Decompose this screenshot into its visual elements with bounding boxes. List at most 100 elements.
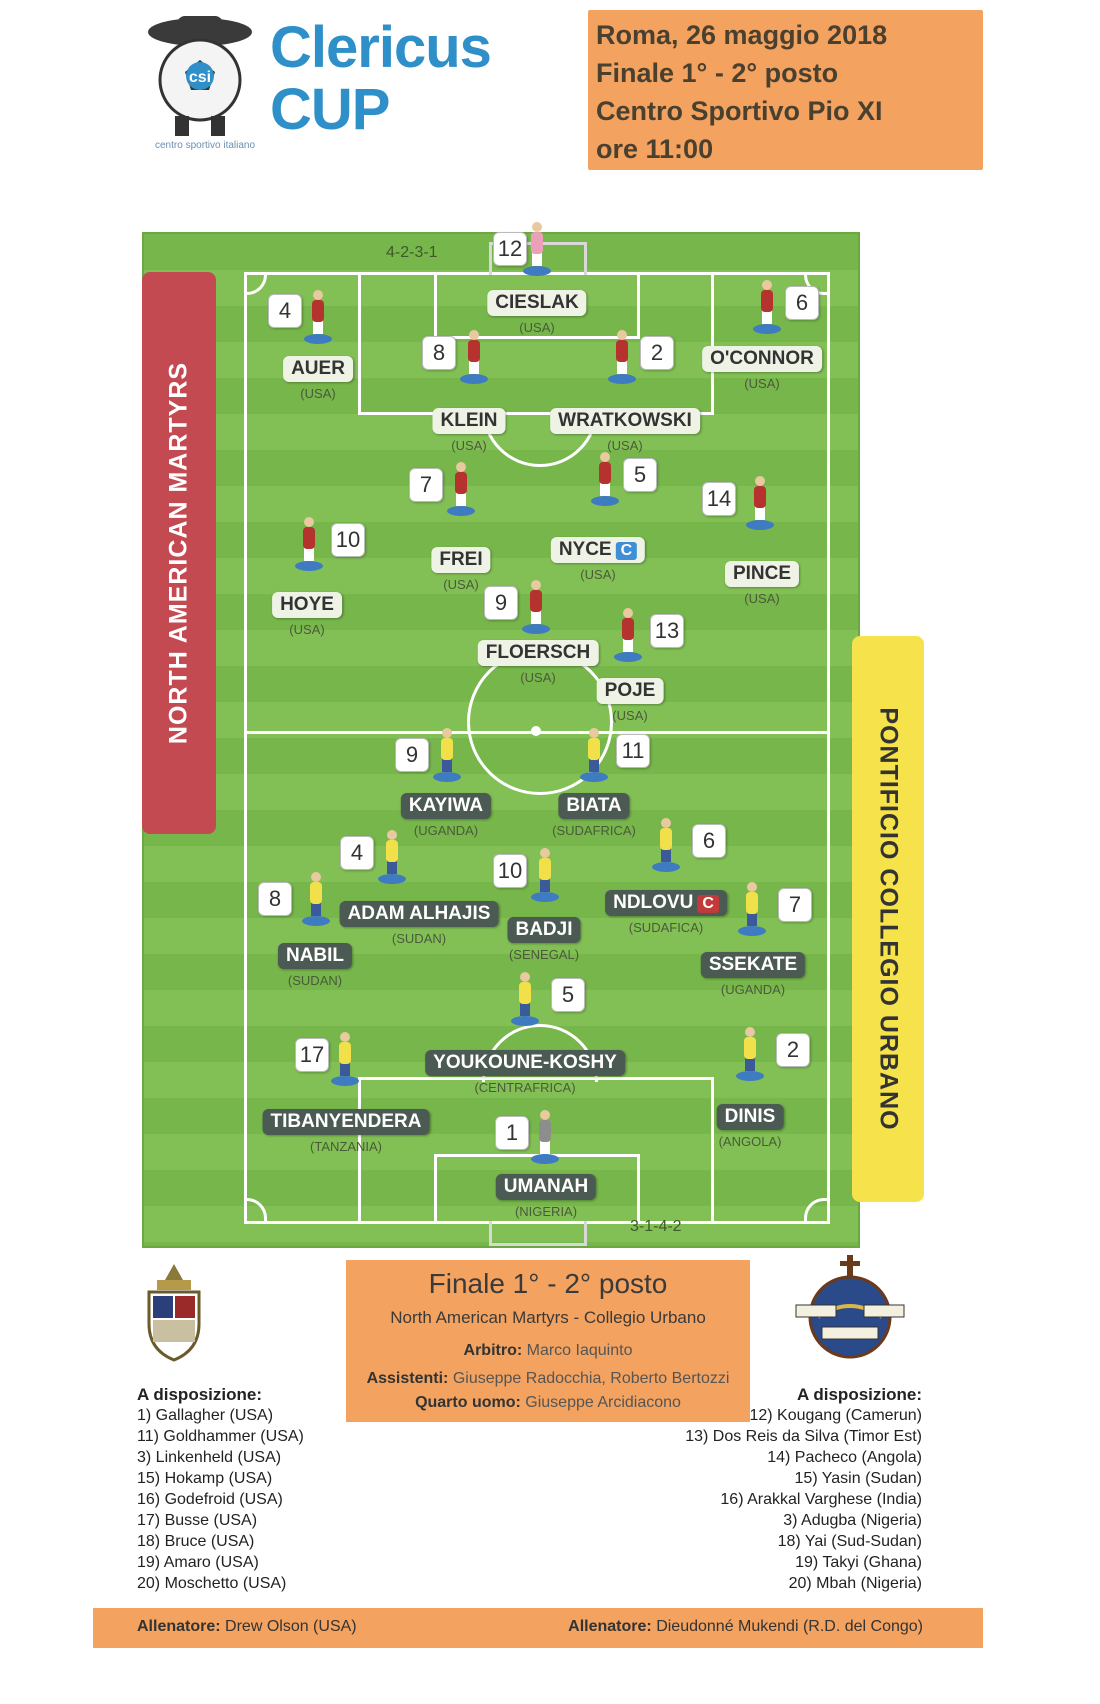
coach-right: Allenatore: Dieudonné Mukendi (R.D. del … (568, 1618, 923, 1636)
bench-player: 20) Moschetto (USA) (137, 1575, 287, 1592)
logo-clericus: Clericus (270, 15, 492, 80)
subbuteo-player-icon (738, 880, 766, 936)
subbuteo-player-icon (591, 450, 619, 506)
fourth-official-label: Quarto uomo: (415, 1394, 521, 1411)
player-name: KLEIN (432, 408, 506, 434)
player-number: 5 (551, 978, 585, 1012)
top-goal-area (434, 272, 640, 339)
match-info-box: Roma, 26 maggio 2018 Finale 1° - 2° post… (588, 10, 983, 170)
player-name: O'CONNOR (702, 346, 822, 372)
player-name-text: UMANAH (503, 1176, 589, 1197)
player-name-text: ADAM ALHAJIS (347, 903, 491, 924)
player-number: 7 (778, 888, 812, 922)
player-name-text: BADJI (515, 919, 573, 940)
player-name-text: NABIL (285, 945, 345, 966)
player-name: YOUKOUNE-KOSHY (425, 1050, 625, 1076)
bench-player: 14) Pacheco (Angola) (767, 1449, 922, 1466)
player-country: (USA) (289, 622, 325, 637)
player-country: (SENEGAL) (508, 947, 580, 962)
subbuteo-player-icon (433, 726, 461, 782)
coach-left: Allenatore: Drew Olson (USA) (137, 1618, 357, 1636)
final-match: North American Martyrs - Collegio Urbano (390, 1308, 706, 1327)
captain-badge: C (615, 542, 638, 560)
player-name: UMANAH (495, 1174, 597, 1200)
bottom-goal (489, 1221, 587, 1246)
subbuteo-player-icon (447, 460, 475, 516)
subbuteo-player-icon (460, 328, 488, 384)
fourth-official-line: Quarto uomo: Giuseppe Arcidiacono (346, 1394, 750, 1412)
subbuteo-player-icon (295, 515, 323, 571)
player-number: 9 (395, 738, 429, 772)
player-name-text: HOYE (280, 594, 334, 615)
player-country: (SUDAFRICA) (552, 823, 636, 838)
player-number: 14 (702, 482, 736, 516)
player-number: 4 (340, 836, 374, 870)
bench-player: 1) Gallagher (USA) (137, 1407, 274, 1424)
player-number: 4 (268, 294, 302, 328)
bench-player: 16) Arakkal Varghese (India) (720, 1491, 922, 1508)
coach-left-name: Drew Olson (USA) (225, 1618, 357, 1635)
player-number: 9 (484, 586, 518, 620)
logo-cup: CUP (270, 77, 390, 142)
final-info-box: Finale 1° - 2° posto North American Mart… (346, 1260, 750, 1422)
player-number: 5 (623, 458, 657, 492)
clericus-cup-logo: csi Clericus CUP centro sportivo italian… (145, 10, 492, 155)
player-country: (USA) (744, 376, 780, 391)
player-country: (USA) (520, 670, 556, 685)
subbuteo-player-icon (580, 726, 608, 782)
subbuteo-player-icon (531, 846, 559, 902)
player-number: 6 (785, 286, 819, 320)
player-name: TIBANYENDERA (262, 1109, 430, 1135)
match-stage: Finale 1° - 2° posto (596, 58, 839, 88)
player-name-text: KAYIWA (408, 795, 484, 816)
bench-right-header: A disposizione: (797, 1385, 922, 1404)
subbuteo-player-icon (652, 816, 680, 872)
player-country: (USA) (451, 438, 487, 453)
center-spot (531, 726, 541, 736)
subbuteo-player-icon (523, 220, 551, 276)
bench-left-header: A disposizione: (137, 1385, 262, 1404)
player-country: (USA) (443, 577, 479, 592)
player-name: BIATA (558, 793, 630, 819)
player-country: (USA) (580, 567, 616, 582)
player-number: 7 (409, 468, 443, 502)
player-name-text: AUER (291, 358, 345, 379)
player-name-text: BIATA (566, 795, 622, 816)
player-country: (USA) (607, 438, 643, 453)
player-name: CIESLAK (487, 290, 587, 316)
captain-badge: C (697, 895, 719, 913)
team-name-right: PONTIFICIO COLLEGIO URBANO (874, 707, 903, 1131)
player-name-text: CIESLAK (495, 292, 579, 313)
player-name: POJE (596, 678, 664, 704)
north-american-college-crest-icon (147, 1264, 201, 1362)
player-country: (USA) (744, 591, 780, 606)
svg-text:csi: csi (189, 69, 211, 86)
logo-subtitle: centro sportivo italiano (155, 140, 256, 151)
coach-right-label: Allenatore: (568, 1618, 652, 1635)
player-number: 13 (650, 614, 684, 648)
assistants-names: Giuseppe Radocchia, Roberto Bertozzi (452, 1370, 730, 1387)
formation-bottom: 3-1-4-2 (630, 1218, 682, 1235)
player-country: (UGANDA) (413, 823, 479, 838)
subbuteo-player-icon (331, 1030, 359, 1086)
player-country: (USA) (300, 386, 336, 401)
player-number: 8 (258, 882, 292, 916)
player-number: 1 (495, 1116, 529, 1150)
subbuteo-player-icon (608, 328, 636, 384)
subbuteo-player-icon (746, 474, 774, 530)
player-name: AUER (283, 356, 353, 382)
player-number: 17 (295, 1038, 329, 1072)
subbuteo-player-icon (614, 606, 642, 662)
match-time: ore 11:00 (596, 134, 714, 164)
bench-player: 13) Dos Reis da Silva (Timor Est) (685, 1428, 922, 1445)
player-name: DINIS (716, 1104, 784, 1130)
subbuteo-player-icon (511, 970, 539, 1026)
bench-player: 12) Kougang (Camerun) (749, 1407, 922, 1424)
bench-player: 3) Linkenheld (USA) (137, 1449, 282, 1466)
subbuteo-player-icon (304, 288, 332, 344)
player-name-text: KLEIN (440, 410, 498, 431)
player-name-text: POJE (604, 680, 656, 701)
player-number: 6 (692, 824, 726, 858)
assistants-line: Assistenti: Giuseppe Radocchia, Roberto … (346, 1370, 750, 1388)
